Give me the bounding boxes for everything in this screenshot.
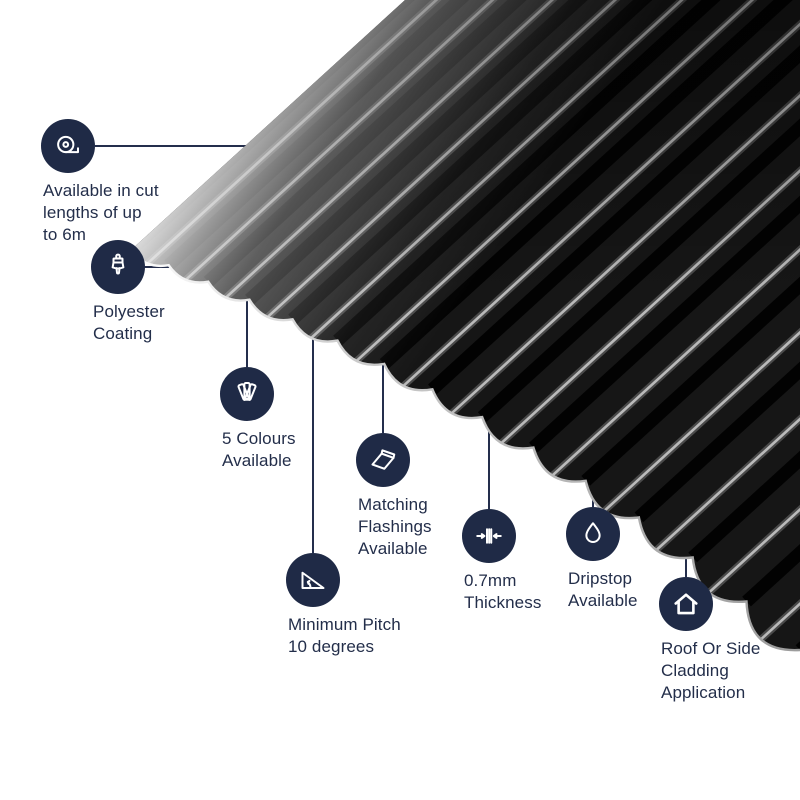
callout-line-cladding [685,542,687,577]
callout-label-thickness: 0.7mm Thickness [464,571,542,613]
cladding-icon-bubble [659,577,713,631]
sheet-front-edge [130,249,800,652]
callout-colours: 5 Colours Available [220,367,296,472]
cut-lengths-icon-bubble [41,119,95,173]
callout-label-cut-lengths: Available in cut lengths of up to 6m [43,181,159,245]
callout-line-minimum-pitch [312,322,314,553]
tape-measure-icon [57,135,79,154]
callout-label-polyester-coating: Polyester Coating [93,302,165,344]
callout-minimum-pitch: Minimum Pitch 10 degrees [286,553,401,658]
thickness-icon-bubble [462,509,516,563]
callout-line-thickness [488,412,490,509]
callout-label-colours: 5 Colours Available [222,429,296,471]
callout-label-minimum-pitch: Minimum Pitch 10 degrees [288,615,401,657]
colours-icon-bubble [220,367,274,421]
thickness-icon [476,528,502,544]
callout-label-dripstop: Dripstop Available [568,569,638,611]
flashing-icon [371,449,396,470]
water-drop-icon [585,522,601,543]
callout-polyester-coating: Polyester Coating [91,240,165,345]
dripstop-icon-bubble [566,507,620,561]
house-icon [674,593,698,615]
colour-swatch-icon [237,382,257,401]
callout-dripstop: Dripstop Available [566,507,638,612]
callout-label-cladding: Roof Or Side Cladding Application [661,639,761,703]
matching-flashings-icon-bubble [356,433,410,487]
callout-cladding: Roof Or Side Cladding Application [659,577,760,704]
callout-line-colours [246,292,248,367]
callout-thickness: 0.7mm Thickness [462,509,541,614]
callout-cut-lengths: Available in cut lengths of up to 6m [41,119,159,246]
callout-line-cut-lengths [95,145,343,147]
callout-line-matching-flashings [382,358,384,433]
polyester-coating-icon-bubble [91,240,145,294]
callout-matching-flashings: Matching Flashings Available [356,433,432,560]
pitch-angle-icon [301,571,325,589]
minimum-pitch-icon-bubble [286,553,340,607]
paintbrush-icon [111,253,125,275]
callout-label-matching-flashings: Matching Flashings Available [358,495,432,559]
